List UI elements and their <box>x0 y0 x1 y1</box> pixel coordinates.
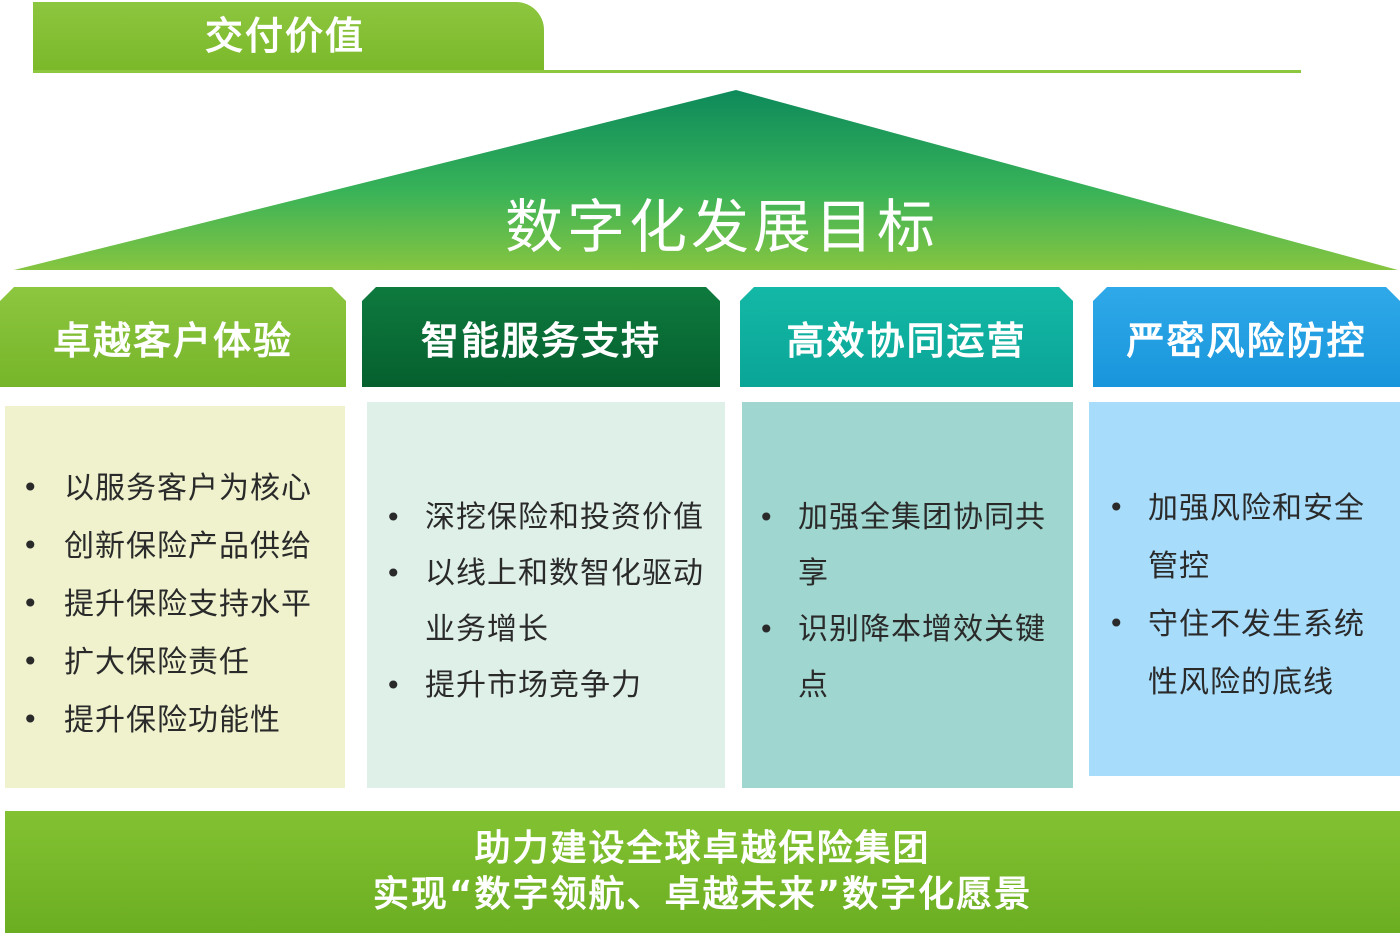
list-item: •扩大保险责任 <box>22 634 342 692</box>
bullet-icon: • <box>22 645 40 678</box>
bullet-icon: • <box>385 501 403 534</box>
list-item: •识别降本增效关键点 <box>758 602 1063 714</box>
foundation-line-1: 助力建设全球卓越保险集团 <box>474 828 931 869</box>
bullet-icon: • <box>1108 607 1126 640</box>
bullet-icon: • <box>1108 491 1126 524</box>
bullet-icon: • <box>385 669 403 702</box>
pillar-header-efficient-operations: 高效协同运营 <box>740 287 1073 387</box>
list-item: •提升保险支持水平 <box>22 576 342 634</box>
bullet-icon: • <box>385 557 403 590</box>
list-item: •创新保险产品供给 <box>22 518 342 576</box>
pillar-header-risk-control: 严密风险防控 <box>1093 287 1400 387</box>
header-title: 交付价值 <box>205 14 366 58</box>
bullet-icon: • <box>758 501 776 534</box>
bullet-list-customer-experience: •以服务客户为核心 •创新保险产品供给 •提升保险支持水平 •扩大保险责任 •提… <box>22 460 342 750</box>
pillar-body-risk-control <box>1089 402 1400 776</box>
roof-title: 数字化发展目标 <box>504 193 939 261</box>
foundation-line-2: 实现“数字领航、卓越未来”数字化愿景 <box>372 874 1033 915</box>
pillar-body-efficient-operations <box>742 402 1073 788</box>
bullet-list-risk-control: •加强风险和安全管控 •守住不发生系统性风险的底线 <box>1108 480 1393 712</box>
list-item: •提升市场竞争力 <box>385 658 720 714</box>
pillar-body-customer-experience <box>5 406 345 788</box>
bullet-icon: • <box>758 613 776 646</box>
list-item: •守住不发生系统性风险的底线 <box>1108 596 1393 712</box>
list-item: •加强风险和安全管控 <box>1108 480 1393 596</box>
list-item: •提升保险功能性 <box>22 692 342 750</box>
bullet-icon: • <box>22 587 40 620</box>
list-item: •以线上和数智化驱动业务增长 <box>385 546 720 658</box>
bullet-list-smart-service: •深挖保险和投资价值 •以线上和数智化驱动业务增长 •提升市场竞争力 <box>385 490 720 714</box>
foundation-banner: 助力建设全球卓越保险集团 实现“数字领航、卓越未来”数字化愿景 <box>5 811 1400 933</box>
bullet-list-efficient-operations: •加强全集团协同共享 •识别降本增效关键点 <box>758 490 1063 714</box>
bullet-icon: • <box>22 703 40 736</box>
list-item: •加强全集团协同共享 <box>758 490 1063 602</box>
pillar-header-smart-service: 智能服务支持 <box>362 287 720 387</box>
header-tab <box>33 2 544 72</box>
bullet-icon: • <box>22 529 40 562</box>
roof-triangle <box>14 90 1398 270</box>
pillar-body-smart-service <box>367 402 725 788</box>
pillar-header-customer-experience: 卓越客户体验 <box>0 287 346 387</box>
list-item: •以服务客户为核心 <box>22 460 342 518</box>
list-item: •深挖保险和投资价值 <box>385 490 720 546</box>
header-divider <box>33 70 1301 73</box>
bullet-icon: • <box>22 471 40 504</box>
